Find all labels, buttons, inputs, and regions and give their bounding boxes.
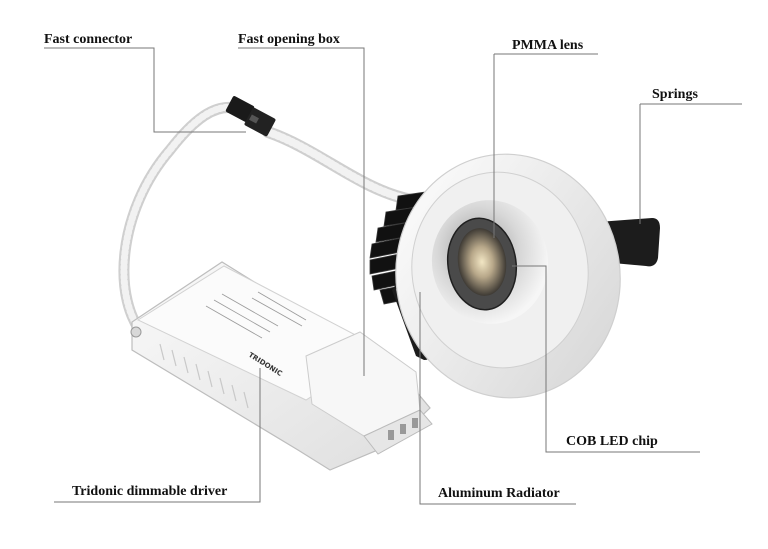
tridonic-driver: TRIDONIC — [130, 261, 433, 471]
cob-led-chip — [457, 228, 507, 296]
label-pmma-lens: PMMA lens — [512, 38, 584, 53]
label-fast-connector: Fast connector — [44, 32, 133, 47]
label-tridonic-driver: Tridonic dimmable driver — [72, 484, 228, 499]
label-aluminum-radiator: Aluminum Radiator — [438, 486, 560, 501]
fast-connector — [225, 96, 276, 137]
label-springs: Springs — [652, 87, 698, 102]
trim-ring — [395, 153, 621, 399]
label-fast-opening-box: Fast opening box — [238, 32, 340, 47]
leader-aluminum-radiator — [419, 292, 576, 505]
power-cable — [118, 101, 418, 344]
leader-lines — [44, 47, 742, 505]
leader-fast-opening-box — [238, 47, 365, 376]
leader-tridonic-driver — [54, 368, 261, 503]
leader-cob-led-chip — [512, 265, 700, 453]
label-cob-led-chip: COB LED chip — [566, 434, 658, 449]
leader-fast-connector — [44, 47, 246, 133]
